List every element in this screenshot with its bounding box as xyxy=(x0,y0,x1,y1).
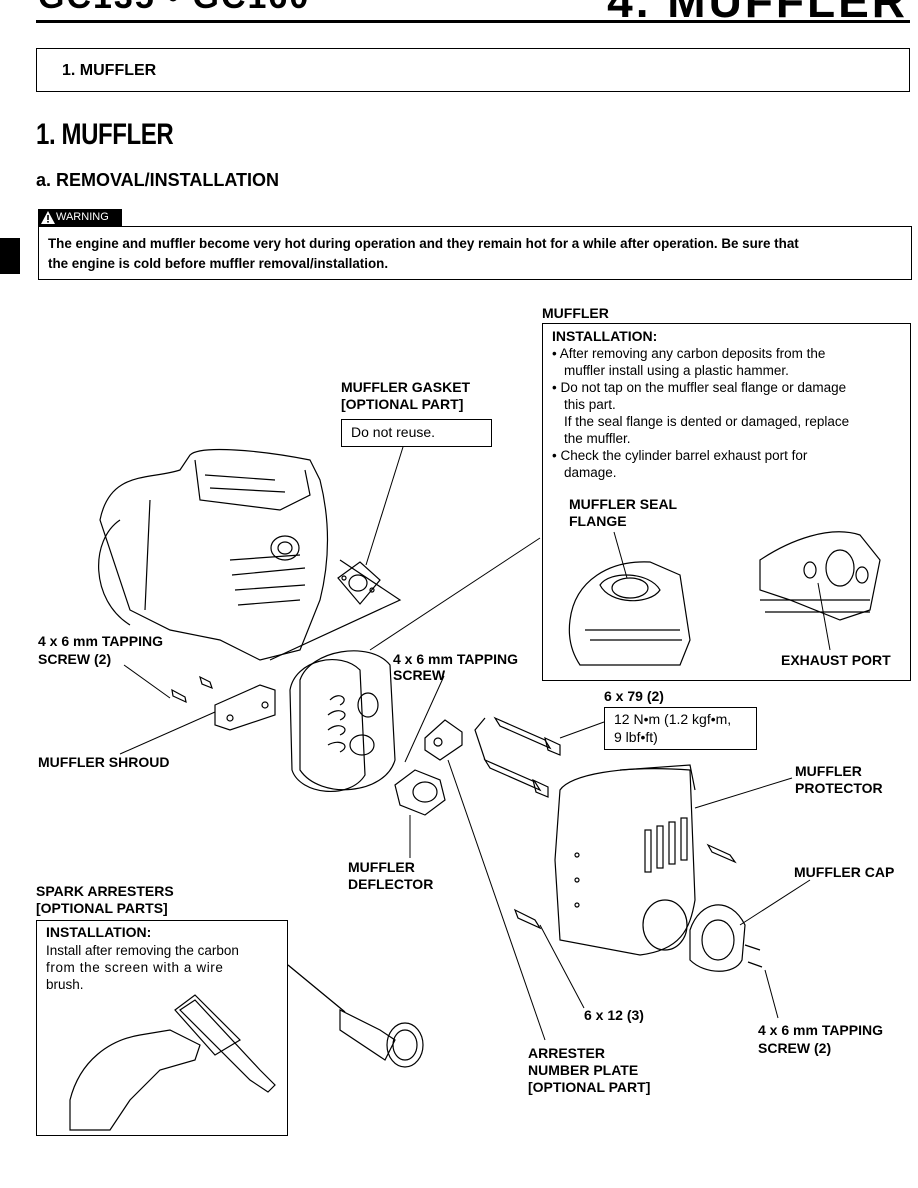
muffler-instruction-line: • Do not tap on the muffler seal flange … xyxy=(552,380,847,395)
muffler-drawing xyxy=(289,650,396,793)
spark-installation-box xyxy=(36,920,288,1136)
arrester-plate-label-1: ARRESTER xyxy=(528,1045,606,1061)
torque-box xyxy=(604,707,757,750)
tapping-screw-label-1: 4 x 6 mm TAPPING xyxy=(38,633,164,649)
exhaust-port-detail-drawing xyxy=(759,531,881,621)
gasket-note: Do not reuse. xyxy=(351,424,436,440)
muffler-installation-box xyxy=(542,323,911,681)
muffler-gasket-drawing xyxy=(337,561,381,605)
cap-screw-label-2: SCREW (2) xyxy=(758,1040,832,1056)
warning-tag-label: WARNING xyxy=(56,211,109,223)
warning-box xyxy=(38,226,912,280)
warning-icon xyxy=(41,211,55,224)
spark-instruction-line-3: brush. xyxy=(46,977,84,992)
torque-line-2: 9 lbf•ft) xyxy=(614,729,658,745)
bolt-79-label: 6 x 79 (2) xyxy=(604,688,664,704)
brush-arrow-line xyxy=(287,964,346,1013)
bolt-6x12-drawing xyxy=(513,843,737,930)
seal-flange-label-1: MUFFLER SEAL xyxy=(569,496,678,512)
gasket-label-1: MUFFLER GASKET xyxy=(341,379,471,395)
gasket-label-2: [OPTIONAL PART] xyxy=(341,396,464,412)
page-edge-tab xyxy=(0,238,20,274)
muffler-instruction-line: muffler install using a plastic hammer. xyxy=(564,363,789,378)
tapping-screw-drawing xyxy=(171,675,213,704)
spark-installation-title: INSTALLATION: xyxy=(46,924,152,940)
deflector-label-2: DEFLECTOR xyxy=(348,876,434,892)
model-header: GC135 • GC160 xyxy=(38,0,310,17)
deflector-label-1: MUFFLER xyxy=(348,859,415,875)
muffler-instruction-line: If the seal flange is dented or damaged,… xyxy=(564,414,850,429)
muffler-instruction-line: • After removing any carbon deposits fro… xyxy=(552,346,826,361)
muffler-box-label: MUFFLER xyxy=(542,305,609,321)
section-title: 1. MUFFLER xyxy=(36,118,174,151)
spark-instruction-line-2: from the screen with a wire xyxy=(46,960,224,975)
spark-arrester-label-1: SPARK ARRESTERS xyxy=(36,883,174,899)
header-rule xyxy=(36,20,910,23)
arrester-plate-label-3: [OPTIONAL PART] xyxy=(528,1079,651,1095)
tapping-screw-label-2: SCREW (2) xyxy=(38,651,112,667)
bolt-12-label: 6 x 12 (3) xyxy=(584,1007,644,1023)
muffler-instruction-line: • Check the cylinder barrel exhaust port… xyxy=(552,448,808,463)
exhaust-port-label: EXHAUST PORT xyxy=(781,652,891,668)
spark-arrester-label-2: [OPTIONAL PARTS] xyxy=(36,900,168,916)
warning-text: The engine and muffler become very hot d… xyxy=(48,234,906,274)
muffler-instruction-line: this part. xyxy=(564,397,616,412)
spark-instruction-line-1: Install after removing the carbon xyxy=(46,943,239,958)
warning-line-1: The engine and muffler become very hot d… xyxy=(48,236,799,251)
muffler-protector-drawing xyxy=(554,764,696,956)
warning-tag: WARNING xyxy=(38,209,122,226)
muffler-installation-list: • After removing any carbon deposits fro… xyxy=(552,345,904,481)
seal-flange-detail-drawing xyxy=(568,561,691,666)
muffler-shroud-drawing xyxy=(214,684,276,731)
warning-line-2: the engine is cold before muffler remova… xyxy=(48,256,389,271)
contents-item: 1. MUFFLER xyxy=(62,62,157,79)
gasket-note-box xyxy=(341,419,492,447)
tapping-screw-single-label-2: SCREW xyxy=(393,667,446,683)
muffler-instruction-line: damage. xyxy=(564,465,617,480)
muffler-cap-drawing xyxy=(689,904,763,972)
seal-flange-label-2: FLANGE xyxy=(569,513,627,529)
cap-screw-label-1: 4 x 6 mm TAPPING xyxy=(758,1022,884,1038)
spark-arrester-drawing xyxy=(339,1009,424,1068)
bolt-6x79-drawing xyxy=(474,716,561,798)
subsection-title: a. REMOVAL/INSTALLATION xyxy=(36,170,279,190)
muffler-cap-label: MUFFLER CAP xyxy=(794,864,895,880)
arrester-plate-label-2: NUMBER PLATE xyxy=(528,1062,639,1078)
engine-drawing xyxy=(98,448,402,661)
muffler-shroud-label: MUFFLER SHROUD xyxy=(38,754,170,770)
wire-brush-drawing xyxy=(69,994,276,1131)
muffler-installation-title: INSTALLATION: xyxy=(552,328,658,344)
protector-label-1: MUFFLER xyxy=(795,763,862,779)
tapping-screw-single-label-1: 4 x 6 mm TAPPING xyxy=(393,651,519,667)
protector-label-2: PROTECTOR xyxy=(795,780,883,796)
arrester-plate-drawing xyxy=(424,719,463,761)
muffler-instruction-line: the muffler. xyxy=(564,431,631,446)
muffler-deflector-drawing xyxy=(394,769,446,816)
contents-box xyxy=(36,48,910,92)
torque-line-1: 12 N•m (1.2 kgf•m, xyxy=(614,711,732,727)
